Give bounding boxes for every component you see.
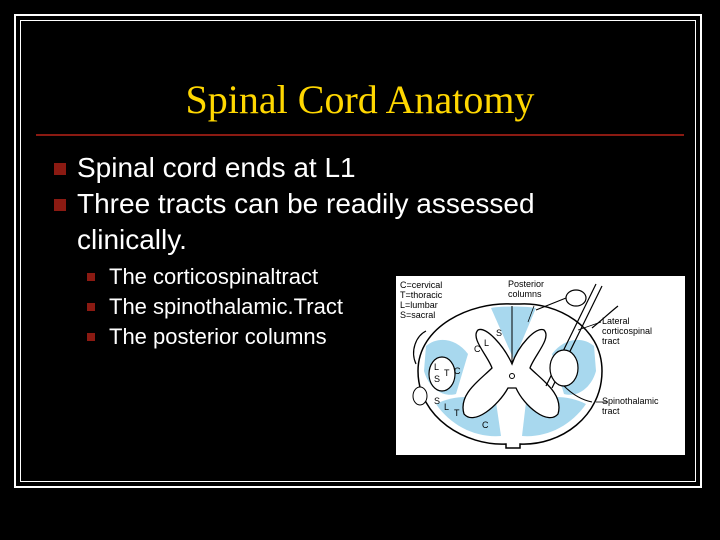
left-lateral-oval: [428, 356, 456, 392]
slide-outer-frame: [14, 14, 702, 488]
ganglion-fiber: [535, 297, 567, 311]
tract-letter: S: [434, 396, 440, 406]
bullet-item: Spinal cord ends at L1: [54, 150, 614, 186]
callout-line: [577, 321, 602, 331]
bullet-item: Three tracts can be readily assessed cli…: [54, 186, 614, 258]
label-lateral: Lateral: [602, 316, 630, 326]
square-bullet-icon: [87, 303, 95, 311]
title-divider: [36, 134, 684, 136]
dorsal-root-ganglion: [565, 289, 587, 307]
tract-letter: S: [434, 374, 440, 384]
spinal-cord-diagram: C=cervical T=thoracic L=lumbar S=sacral …: [400, 279, 659, 449]
spinal-cord-cross-section-figure: C=cervical T=thoracic L=lumbar S=sacral …: [396, 276, 685, 455]
tract-letter: C: [454, 366, 461, 376]
label-spinothalamic: Spinothalamic: [602, 396, 659, 406]
tract-letter: L: [444, 402, 449, 412]
square-bullet-icon: [54, 199, 66, 211]
slide-title: Spinal Cord Anatomy: [185, 77, 535, 122]
sub-bullet-text: The spinothalamic.Tract: [109, 294, 343, 319]
legend-lumbar: L=lumbar: [400, 300, 438, 310]
square-bullet-icon: [87, 273, 95, 281]
tract-letter: T: [454, 408, 460, 418]
label-corticospinal: corticospinal: [602, 326, 652, 336]
left-ganglion: [412, 386, 428, 406]
label-tract: tract: [602, 406, 620, 416]
tract-letter: T: [444, 368, 450, 378]
bullet-text: Three tracts can be readily assessed cli…: [77, 188, 535, 255]
tract-letter: L: [484, 338, 489, 348]
dorsal-root-left: [413, 330, 427, 365]
dorsal-root-right: [591, 305, 619, 329]
spinothalamic-fiber: [563, 385, 593, 403]
label-columns: columns: [508, 289, 542, 299]
bullet-list: Spinal cord ends at L1 Three tracts can …: [54, 150, 614, 352]
legend-cervical: C=cervical: [400, 280, 442, 290]
label-posterior: Posterior: [508, 279, 544, 289]
tract-letter: C: [482, 420, 489, 430]
legend-thoracic: T=thoracic: [400, 290, 443, 300]
sub-bullet-item: The corticospinaltract: [54, 262, 614, 292]
sub-bullet-text: The corticospinaltract: [109, 264, 319, 289]
square-bullet-icon: [54, 163, 66, 175]
bullet-text: Spinal cord ends at L1: [77, 152, 356, 183]
central-canal: [509, 373, 515, 379]
sub-bullet-list: The corticospinaltract The spinothalamic…: [54, 262, 614, 352]
label-tract: tract: [602, 336, 620, 346]
lateral-corticospinal-oval: [549, 349, 579, 387]
tract-letter: C: [474, 344, 481, 354]
posterior-column-region: [491, 306, 536, 360]
slide-inner-frame: [20, 20, 696, 482]
square-bullet-icon: [87, 333, 95, 341]
sub-bullet-item: The spinothalamic.Tract: [54, 292, 614, 322]
sub-bullet-item: The posterior columns: [54, 322, 614, 352]
legend-sacral: S=sacral: [400, 310, 435, 320]
sub-bullet-text: The posterior columns: [109, 324, 327, 349]
tract-letter: L: [434, 362, 439, 372]
tract-letter: S: [496, 328, 502, 338]
callout-line: [527, 305, 535, 323]
